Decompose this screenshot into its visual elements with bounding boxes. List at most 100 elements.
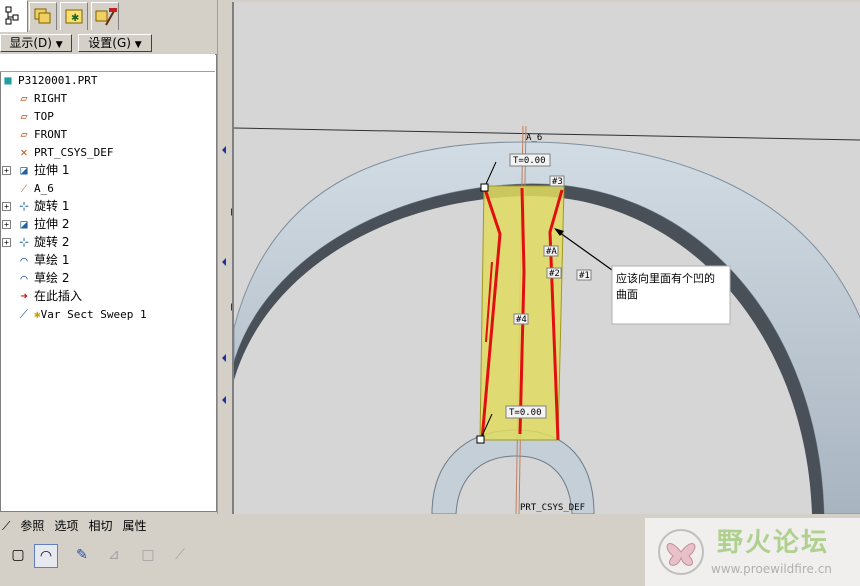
csys-label: PRT_CSYS_DEF — [520, 503, 585, 513]
tree-item-extrude-1[interactable]: + ◪ 拉伸 1 — [2, 162, 70, 179]
extrude-icon: ◪ — [20, 217, 28, 231]
revolve-icon: ⊹ — [18, 199, 30, 213]
datum-plane-edge — [234, 127, 860, 141]
t-label-top-box — [509, 153, 551, 167]
tree-item-right[interactable]: ▱ RIGHT — [16, 90, 67, 107]
watermark-url: www.proewildfire.cn — [711, 562, 832, 576]
solid-icon: ▢ — [11, 547, 25, 563]
tree-item-label: 草绘 2 — [34, 271, 70, 285]
trajectory-label-3: #3 — [552, 177, 563, 187]
tree-item-label: 拉伸 1 — [34, 163, 70, 177]
datum-axis-icon: ⁄ — [22, 181, 25, 195]
tree-item-revolve-2[interactable]: + ⊹旋转 2 — [2, 234, 69, 251]
panel-splitter[interactable] — [217, 0, 235, 514]
part-icon: ■ — [4, 73, 12, 87]
remove-material-icon: ⊿ — [108, 547, 120, 563]
remove-material-button[interactable]: ⊿ — [102, 544, 126, 568]
tree-item-label: PRT_CSYS_DEF — [34, 146, 114, 159]
callout-text-line-1: 应该向里面有个凹的 — [616, 271, 715, 285]
tab-references[interactable]: 参照 — [20, 519, 45, 533]
sketch-section-button[interactable]: ✎ — [70, 544, 94, 568]
expand-icon[interactable]: + — [2, 202, 11, 211]
layers-icon — [34, 8, 51, 24]
trajectory-label-1: #1 — [579, 271, 590, 281]
dashboard-tabs: ⟋参照选项相切属性 — [0, 514, 156, 538]
forum-watermark: 野火论坛 www.proewildfire.cn — [645, 518, 860, 586]
axis-label: A_6 — [526, 133, 542, 143]
trajectory-segment — [485, 261, 493, 343]
tree-item-label: 草绘 1 — [34, 253, 70, 267]
show-dropdown[interactable]: 显示(D) ▼ — [0, 34, 72, 52]
tree-item-a-6[interactable]: ⁄ A_6 — [16, 180, 54, 197]
collapse-left-icon[interactable] — [222, 354, 226, 362]
extrude-icon: ◪ — [20, 163, 28, 177]
butterfly-logo-icon — [658, 529, 704, 575]
flip-button[interactable]: ⟋ — [168, 544, 192, 568]
t-label-bottom-box — [505, 405, 547, 419]
tree-item-revolve-1[interactable]: + ⊹旋转 1 — [2, 198, 69, 215]
folder-browser-tab[interactable] — [29, 2, 57, 30]
settings-dropdown[interactable]: 设置(G) ▼ — [78, 34, 152, 52]
tree-item-label: FRONT — [34, 128, 68, 141]
trajectory-x[interactable] — [518, 187, 526, 435]
var-sect-sweep-icon: ⟋ — [19, 307, 29, 321]
chevron-down-icon: ▼ — [134, 40, 142, 50]
watermark-title: 野火论坛 — [717, 528, 830, 558]
tab-properties[interactable]: 属性 — [122, 519, 147, 533]
trajectory-label-box — [546, 267, 562, 279]
surface-button[interactable]: ◠ — [34, 544, 58, 568]
tree-item-label: RIGHT — [34, 92, 68, 105]
model-tree-tab[interactable] — [0, 0, 28, 32]
folder-star-icon: ✱ — [65, 9, 83, 24]
tree-item-front[interactable]: ▱ FRONT — [16, 126, 67, 143]
tab-tangency[interactable]: 相切 — [88, 519, 113, 533]
thicken-icon: □ — [141, 547, 155, 563]
callout-arrowhead — [554, 228, 564, 236]
favorites-tab[interactable]: ✱ — [60, 2, 88, 30]
chevron-down-icon: ▼ — [55, 40, 63, 50]
tree-filter-field[interactable] — [0, 54, 215, 72]
graphics-viewport[interactable]: A_6 T=0.00 T=0.00 #3 #A #2 #1 #4 应该向里面有个… — [232, 2, 860, 514]
tree-item-sketch-1[interactable]: ⌒草绘 1 — [16, 252, 69, 269]
tree-item-sketch-2[interactable]: ⌒草绘 2 — [16, 270, 69, 287]
t-label-bottom: T=0.00 — [509, 408, 542, 418]
trajectory-label-box — [549, 175, 565, 187]
tree-item-top[interactable]: ▱TOP — [16, 108, 54, 125]
sketch-pencil-icon: ✎ — [76, 547, 88, 563]
t-label-top: T=0.00 — [513, 156, 546, 166]
collapse-left-icon[interactable] — [222, 258, 226, 266]
tab-options[interactable]: 选项 — [54, 519, 79, 533]
tree-item-insert-here[interactable]: ➜ 在此插入 — [16, 288, 82, 305]
start-point-handle[interactable] — [480, 183, 489, 192]
tree-item-label: 在此插入 — [34, 289, 83, 303]
trajectory-label-box — [543, 245, 559, 257]
expand-icon[interactable]: + — [2, 238, 11, 247]
trajectory-1[interactable] — [548, 189, 564, 441]
tree-root[interactable]: ■P3120001.PRT — [0, 72, 97, 89]
thicken-button[interactable]: □ — [136, 544, 160, 568]
tools-tab[interactable] — [91, 2, 119, 30]
trajectory-4[interactable] — [480, 185, 502, 441]
trajectory-label-box — [576, 269, 592, 281]
trajectory-label-box — [513, 313, 529, 325]
surface-icon: ◠ — [39, 548, 53, 564]
datum-plane-icon: ▱ — [20, 91, 28, 105]
expand-icon[interactable]: + — [2, 220, 11, 229]
end-point-handle[interactable] — [476, 435, 485, 444]
tree-item-var-sect-sweep-1[interactable]: ⟋✱Var Sect Sweep 1 — [16, 306, 147, 323]
tree-item-extrude-2[interactable]: + ◪ 拉伸 2 — [2, 216, 70, 233]
datum-plane-icon: ▱ — [20, 127, 28, 141]
show-dropdown-label: 显示(D) — [9, 36, 52, 50]
tree-item-prt-csys-def[interactable]: ✕ PRT_CSYS_DEF — [16, 144, 113, 161]
csys-icon: ✕ — [20, 145, 28, 159]
tree-item-label: 拉伸 2 — [34, 217, 70, 231]
model-graphics[interactable]: A_6 T=0.00 T=0.00 #3 #A #2 #1 #4 应该向里面有个… — [234, 2, 860, 514]
collapse-left-icon[interactable] — [222, 396, 226, 404]
tree-item-label: A_6 — [34, 182, 54, 195]
collapse-left-icon[interactable] — [222, 146, 226, 154]
expand-icon[interactable]: + — [2, 166, 11, 175]
insert-here-arrow-icon: ➜ — [20, 289, 28, 303]
solid-button[interactable]: ▢ — [6, 544, 30, 568]
callout-text-line-2: 曲面 — [616, 288, 638, 301]
tree-item-label: Var Sect Sweep 1 — [40, 308, 147, 321]
